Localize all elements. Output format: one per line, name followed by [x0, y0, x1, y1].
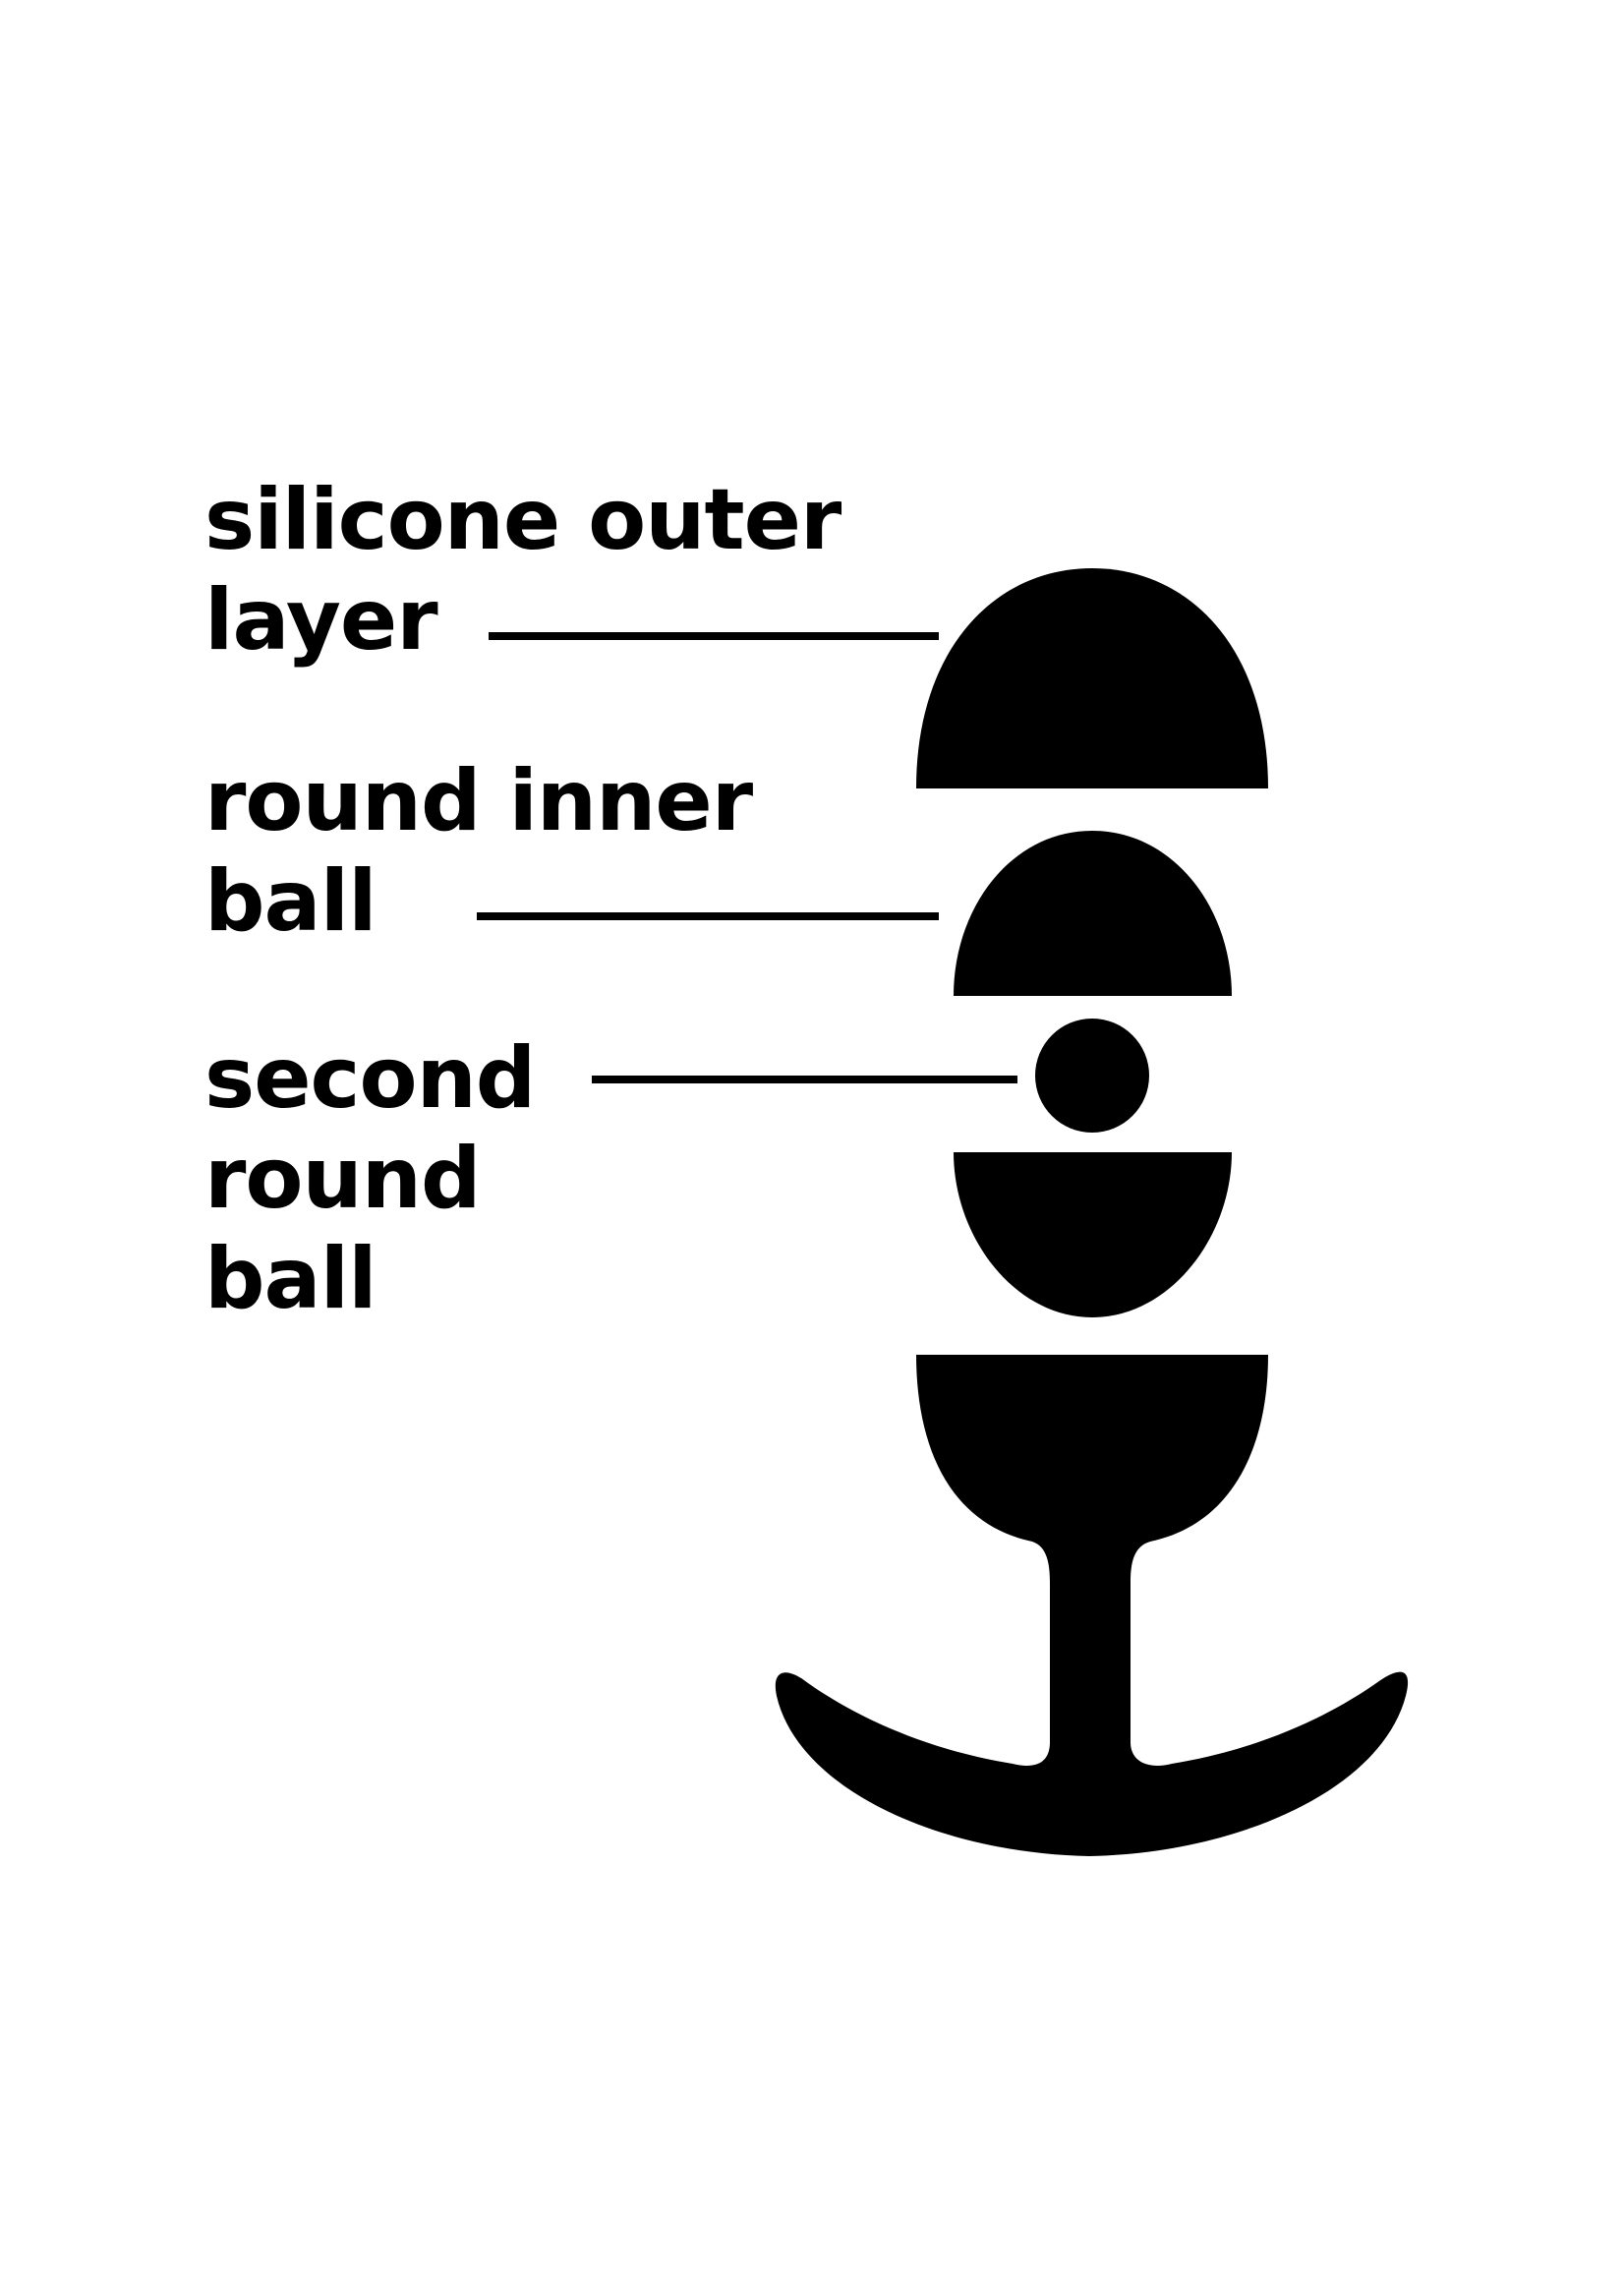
label-line: second — [204, 1029, 536, 1128]
label-line: round — [204, 1130, 482, 1228]
label-second-round-ball: second round ball — [204, 1028, 536, 1329]
label-line: round inner — [204, 752, 753, 850]
anchor-base-shape — [775, 1355, 1409, 1856]
label-round-inner-ball: round inner ball — [204, 751, 753, 952]
second-ball-shape — [1035, 1019, 1149, 1133]
label-silicone-outer-layer: silicone outer layer — [204, 470, 841, 671]
inner-ball-bottom-half-shape — [954, 1152, 1232, 1317]
outer-layer-dome-shape — [916, 568, 1268, 788]
label-line: ball — [204, 852, 377, 951]
label-line: layer — [204, 571, 438, 670]
label-line: silicone outer — [204, 471, 841, 569]
inner-ball-top-half-shape — [954, 831, 1232, 996]
label-line: ball — [204, 1230, 377, 1328]
